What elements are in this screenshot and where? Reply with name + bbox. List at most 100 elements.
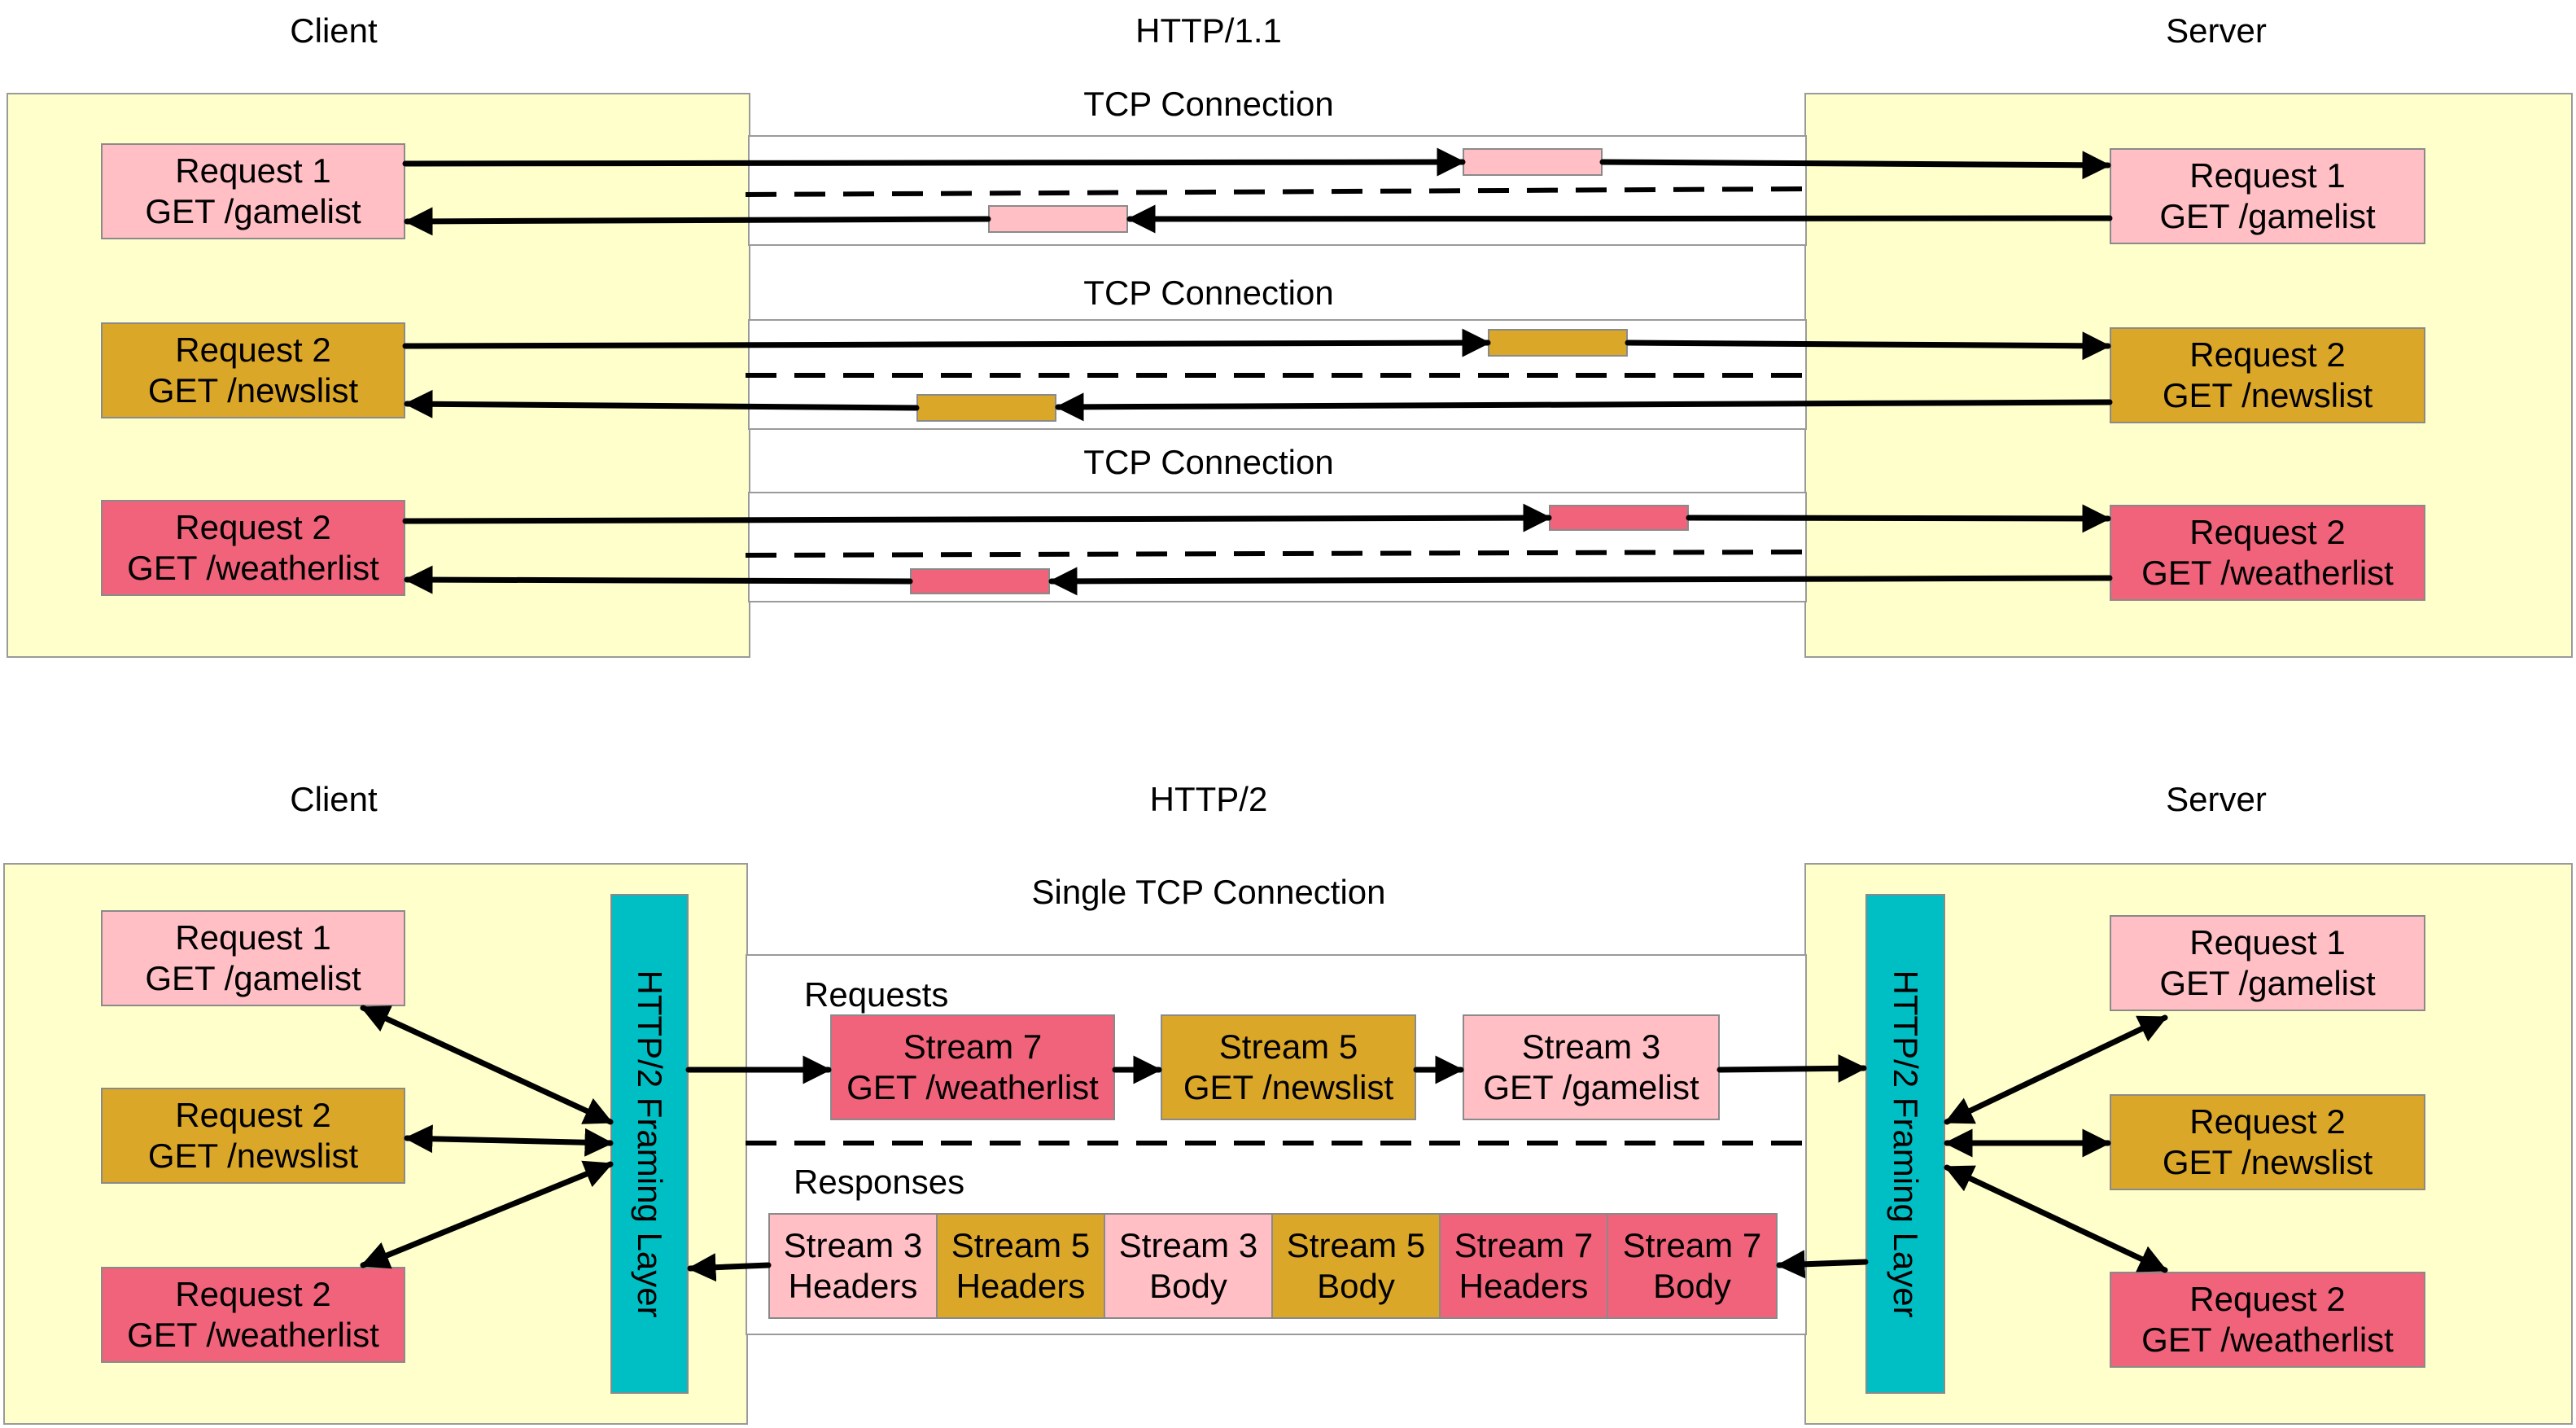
http2-client-request-2: Request 2 GET /newslist bbox=[101, 1088, 405, 1184]
http2-response-frame-stream3-headers: Stream 3 Headers bbox=[768, 1213, 938, 1319]
http2-response-frame-stream7-headers: Stream 7 Headers bbox=[1439, 1213, 1608, 1319]
stream-line2: GET /gamelist bbox=[1483, 1068, 1699, 1106]
request-line2: GET /gamelist bbox=[2159, 964, 2376, 1002]
http1-request-3-arrow-to-packet bbox=[402, 503, 1552, 532]
frame-line1: Stream 5 bbox=[1286, 1226, 1426, 1264]
http1-response-1-arrow-to-client bbox=[404, 207, 991, 236]
request-line1: Request 2 bbox=[175, 331, 331, 369]
stream-line1: Stream 5 bbox=[1218, 1027, 1358, 1066]
frame-line2: Body bbox=[1149, 1267, 1227, 1305]
http1-response-2-packet bbox=[916, 394, 1056, 422]
http2-client-framing-layer: HTTP/2 Framing Layer bbox=[610, 894, 689, 1394]
http2-responses-label: Responses bbox=[794, 1163, 965, 1201]
request-line1: Request 2 bbox=[175, 508, 331, 546]
http1-request-1-packet bbox=[1463, 148, 1603, 176]
http1-request-2-arrow-to-server bbox=[1625, 331, 2111, 361]
http2-client-request-2-link bbox=[404, 1124, 614, 1157]
http2-request-stream-3: Stream 3 GET /gamelist bbox=[1463, 1014, 1720, 1120]
request-line1: Request 1 bbox=[2189, 156, 2346, 195]
http1-response-1-arrow-to-packet bbox=[1126, 204, 2113, 234]
http2-request-stream-5: Stream 5 GET /newslist bbox=[1161, 1014, 1416, 1120]
http2-client-request-3-link bbox=[360, 1160, 614, 1269]
frame-line1: Stream 7 bbox=[1622, 1226, 1762, 1264]
stream-line2: GET /weatherlist bbox=[846, 1068, 1099, 1106]
http1-request-1-arrow-to-packet bbox=[402, 147, 1466, 177]
request-line2: GET /gamelist bbox=[145, 959, 361, 997]
http1-response-3-packet bbox=[910, 568, 1050, 594]
request-line2: GET /newslist bbox=[2162, 1143, 2373, 1181]
request-line1: Request 2 bbox=[2189, 1102, 2346, 1141]
request-line1: Request 1 bbox=[175, 918, 331, 957]
http1-server-request-2: Request 2 GET /newslist bbox=[2110, 327, 2425, 423]
http2-server-framing-layer: HTTP/2 Framing Layer bbox=[1865, 894, 1945, 1394]
request-line2: GET /weatherlist bbox=[2141, 554, 2394, 592]
frame-line2: Body bbox=[1653, 1267, 1731, 1305]
http1-server-request-3: Request 2 GET /weatherlist bbox=[2110, 505, 2425, 601]
request-line1: Request 1 bbox=[2189, 923, 2346, 961]
http2-response-frame-stream7-body: Stream 7 Body bbox=[1607, 1213, 1778, 1319]
http2-server-title: Server bbox=[2166, 780, 2267, 818]
http2-client-request-1-link bbox=[360, 1005, 614, 1125]
request-line2: GET /gamelist bbox=[145, 192, 361, 230]
http1-response-3-arrow-to-packet bbox=[1048, 567, 2113, 596]
http1-server-title: Server bbox=[2166, 11, 2267, 50]
request-line1: Request 2 bbox=[2189, 1280, 2346, 1318]
http2-client-request-3: Request 2 GET /weatherlist bbox=[101, 1267, 405, 1363]
frame-line2: Headers bbox=[1459, 1267, 1589, 1305]
http2-client-request-1: Request 1 GET /gamelist bbox=[101, 910, 405, 1006]
frame-line1: Stream 5 bbox=[951, 1226, 1091, 1264]
http1-client-request-1: Request 1 GET /gamelist bbox=[101, 143, 405, 239]
request-line2: GET /newslist bbox=[147, 1137, 359, 1175]
request-line1: Request 2 bbox=[175, 1096, 331, 1134]
http1-client-request-2: Request 2 GET /newslist bbox=[101, 322, 405, 418]
http2-responses-arrow-out bbox=[687, 1253, 772, 1282]
http1-response-2-arrow-to-packet bbox=[1055, 392, 2113, 422]
http2-server-request-1: Request 1 GET /gamelist bbox=[2110, 915, 2425, 1011]
http1-connection-3-separator bbox=[745, 550, 1806, 558]
http2-requests-arrow-out bbox=[1717, 1053, 1867, 1083]
http1-protocol-title: HTTP/1.1 bbox=[1135, 11, 1282, 50]
http1-request-1-arrow-to-server bbox=[1599, 151, 2111, 180]
http2-server-request-3: Request 2 GET /weatherlist bbox=[2110, 1272, 2425, 1368]
http2-response-frame-stream5-body: Stream 5 Body bbox=[1271, 1213, 1441, 1319]
request-line2: GET /weatherlist bbox=[2141, 1321, 2394, 1359]
http2-response-frame-stream5-headers: Stream 5 Headers bbox=[936, 1213, 1105, 1319]
http1-response-3-arrow-to-client bbox=[404, 565, 913, 594]
request-line1: Request 2 bbox=[175, 1275, 331, 1313]
http1-connection-1-separator bbox=[745, 186, 1806, 197]
http2-connection-label: Single TCP Connection bbox=[1031, 873, 1386, 911]
http2-client-title: Client bbox=[290, 780, 378, 818]
frame-line2: Headers bbox=[788, 1267, 918, 1305]
request-line1: Request 1 bbox=[175, 151, 331, 190]
http2-requests-label: Requests bbox=[804, 975, 949, 1014]
http2-response-frame-stream3-body: Stream 3 Body bbox=[1104, 1213, 1273, 1319]
request-line2: GET /weatherlist bbox=[127, 1316, 379, 1354]
http1-tcp-connection-1-label: TCP Connection bbox=[1083, 85, 1334, 123]
http1-tcp-connection-2-label: TCP Connection bbox=[1083, 274, 1334, 312]
stream-line2: GET /newslist bbox=[1183, 1068, 1394, 1106]
http2-protocol-title: HTTP/2 bbox=[1149, 780, 1268, 818]
frame-line2: Body bbox=[1317, 1267, 1395, 1305]
request-line2: GET /weatherlist bbox=[127, 549, 379, 587]
frame-line2: Headers bbox=[956, 1267, 1086, 1305]
request-line2: GET /newslist bbox=[2162, 376, 2373, 414]
http1-server-request-1: Request 1 GET /gamelist bbox=[2110, 148, 2425, 244]
http1-client-title: Client bbox=[290, 11, 378, 50]
http1-tcp-connection-3-label: TCP Connection bbox=[1083, 443, 1334, 481]
frame-line1: Stream 7 bbox=[1454, 1226, 1594, 1264]
stream-line1: Stream 3 bbox=[1521, 1027, 1661, 1066]
request-line2: GET /newslist bbox=[147, 371, 359, 410]
http2-request-stream-7: Stream 7 GET /weatherlist bbox=[830, 1014, 1115, 1120]
http2-server-request-3-link bbox=[1944, 1164, 2168, 1273]
frame-line1: Stream 3 bbox=[783, 1226, 923, 1264]
request-line1: Request 2 bbox=[2189, 335, 2346, 374]
frame-line1: Stream 3 bbox=[1118, 1226, 1258, 1264]
http1-client-request-3: Request 2 GET /weatherlist bbox=[101, 500, 405, 596]
http2-server-request-1-link bbox=[1944, 1014, 2168, 1125]
stream-line1: Stream 7 bbox=[903, 1027, 1043, 1066]
http2-responses-arrow-in bbox=[1776, 1250, 1869, 1279]
http1-request-3-arrow-to-server bbox=[1686, 504, 2111, 533]
request-line1: Request 2 bbox=[2189, 513, 2346, 551]
